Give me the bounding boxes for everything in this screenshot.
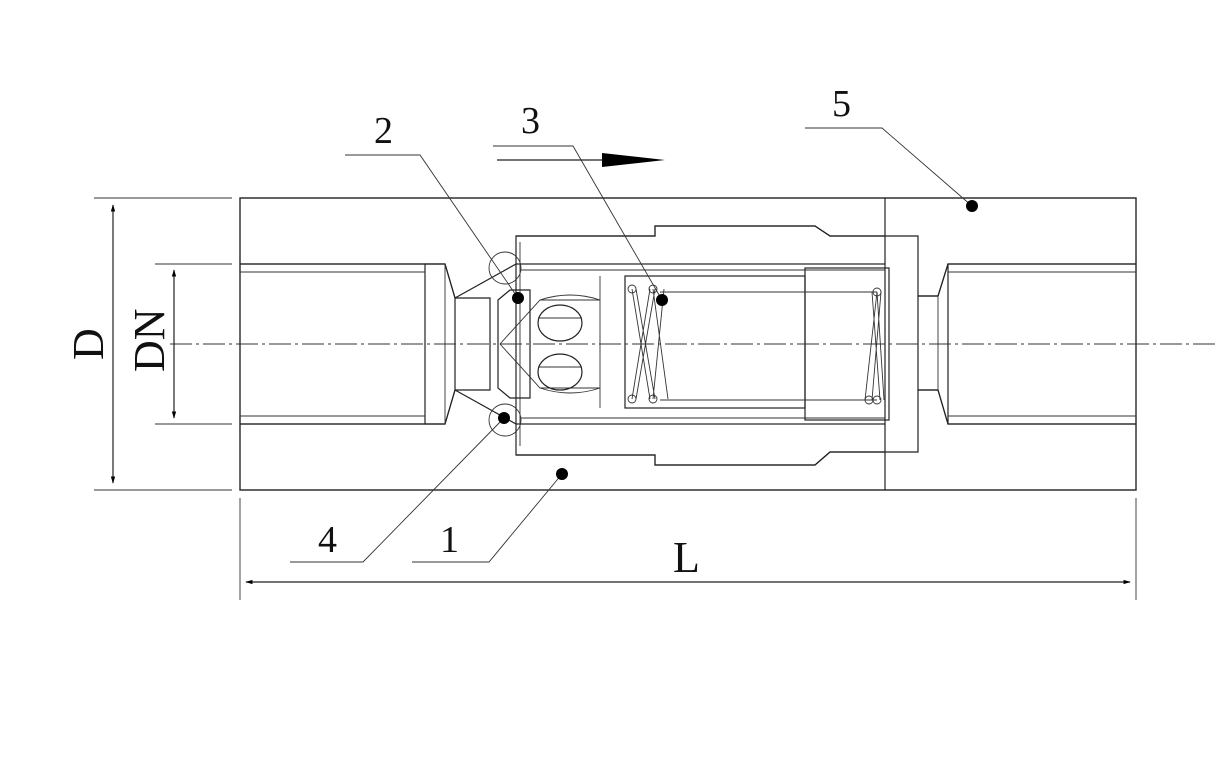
leader-4 (290, 412, 510, 563)
valve-disc (488, 251, 601, 437)
flow-port-lower (537, 353, 583, 391)
dimension-label-L: L (673, 533, 700, 582)
part-label-4: 4 (318, 519, 337, 561)
valve-cartridge (515, 225, 890, 466)
body-bottom-wall-section (239, 389, 1137, 491)
dimension-label-D: D (64, 328, 113, 360)
spring-right (660, 287, 885, 405)
seal-ring-upper (488, 251, 522, 285)
inlet-bore (239, 263, 426, 425)
dimension-D (94, 197, 232, 491)
leader-5 (805, 127, 978, 212)
leader-3 (493, 145, 668, 306)
part-label-5: 5 (832, 83, 851, 125)
body-top-wall-section (239, 197, 1137, 299)
part-label-1: 1 (440, 519, 459, 561)
leader-1 (412, 468, 568, 563)
part-label-3: 3 (521, 100, 540, 142)
seal-ring-lower (488, 403, 522, 437)
leader-2 (345, 154, 524, 304)
flow-direction-arrow (497, 153, 665, 167)
dimension-label-DN: DN (125, 308, 174, 372)
dimension-DN (155, 263, 232, 425)
dimension-L (239, 498, 1137, 600)
flow-port-upper (537, 304, 583, 342)
part-label-2: 2 (374, 110, 393, 152)
